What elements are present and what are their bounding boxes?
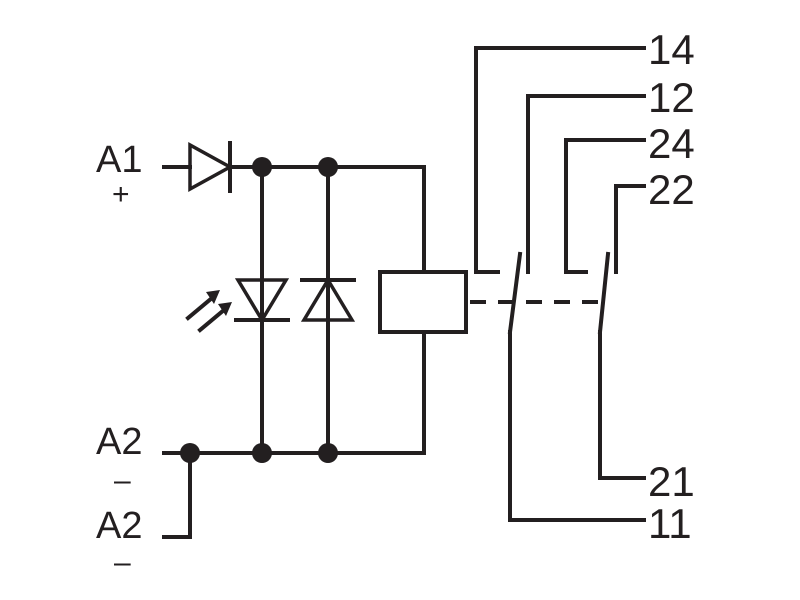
- contact-11-label: 11: [648, 500, 692, 547]
- top-rail: [260, 165, 426, 274]
- series-diode: [188, 141, 264, 193]
- contact-22-label: 22: [648, 166, 695, 213]
- junction-dots: [180, 157, 338, 463]
- contact-21-label: 21: [648, 458, 695, 505]
- a2-top-sign: –: [114, 464, 131, 497]
- a2-bottom-label: A2: [96, 505, 142, 547]
- a1-sign: +: [112, 178, 130, 211]
- contact-12-label: 12: [648, 74, 695, 121]
- led-branch: [234, 165, 290, 455]
- bottom-rail: [162, 330, 426, 455]
- contact-set-2: [564, 138, 646, 480]
- contact-set-1: [474, 46, 646, 522]
- freewheel-diode-branch: [300, 165, 356, 455]
- a1-label: A1: [96, 139, 142, 181]
- relay-coil: [378, 270, 468, 334]
- a2-bottom-wire: [162, 451, 192, 539]
- contact-14-label: 14: [648, 26, 695, 73]
- contact-24-label: 24: [648, 120, 695, 167]
- a2-top-label: A2: [96, 421, 142, 463]
- a2-bottom-sign: –: [114, 546, 131, 579]
- led-light-icon: [185, 290, 232, 333]
